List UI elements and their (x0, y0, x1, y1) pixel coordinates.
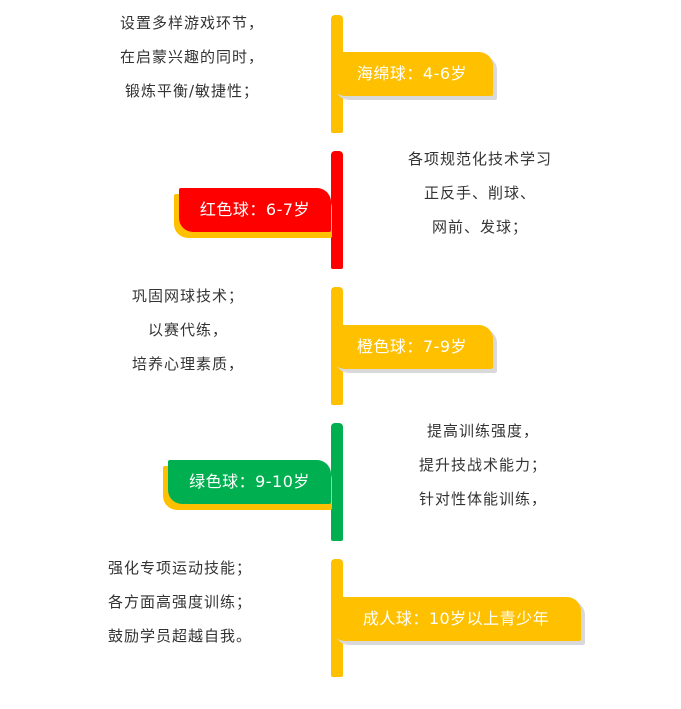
stage-badge-3: 橙色球：7-9岁 (331, 325, 493, 369)
description-line: 巩固网球技术； (131, 287, 244, 305)
description-line: 锻炼平衡/敏捷性； (124, 82, 260, 100)
description-line: 网前、发球； (431, 218, 528, 236)
description-line: 在启蒙兴趣的同时， (119, 48, 264, 66)
description-line: 提升技战术能力； (418, 456, 547, 474)
stage-description-3: 巩固网球技术； 以赛代练， 培养心理素质， (88, 279, 288, 381)
description-line: 正反手、削球、 (423, 184, 536, 202)
stage-description-5: 强化专项运动技能； 各方面高强度训练； 鼓励学员超越自我。 (108, 551, 308, 653)
description-line: 针对性体能训练， (418, 490, 547, 508)
timeline-bar-4 (331, 423, 343, 541)
stage-badge-4: 绿色球：9-10岁 (168, 460, 331, 504)
stage-badge-5: 成人球：10岁以上青少年 (331, 597, 581, 641)
description-line: 提高训练强度， (426, 422, 539, 440)
stage-description-2: 各项规范化技术学习 正反手、削球、 网前、发球； (380, 142, 580, 244)
description-line: 设置多样游戏环节， (119, 14, 264, 32)
stage-badge-1: 海绵球：4-6岁 (331, 52, 493, 96)
description-line: 培养心理素质， (131, 355, 244, 373)
description-line: 各项规范化技术学习 (407, 150, 552, 168)
description-line: 强化专项运动技能； (108, 559, 253, 577)
timeline-bar-2 (331, 151, 343, 269)
stage-description-4: 提高训练强度， 提升技战术能力； 针对性体能训练， (383, 414, 583, 516)
description-line: 各方面高强度训练； (108, 593, 253, 611)
description-line: 以赛代练， (147, 321, 228, 339)
description-line: 鼓励学员超越自我。 (108, 627, 253, 645)
stage-badge-2: 红色球：6-7岁 (179, 188, 331, 232)
stage-description-1: 设置多样游戏环节， 在启蒙兴趣的同时， 锻炼平衡/敏捷性； (92, 6, 292, 108)
